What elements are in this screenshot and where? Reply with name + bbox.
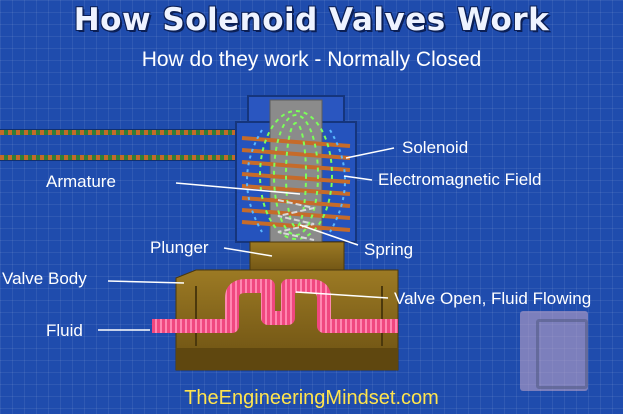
label-spring: Spring: [364, 240, 414, 259]
label-valve-open: Valve Open, Fluid Flowing: [394, 289, 592, 308]
watermark-logo: [520, 311, 588, 391]
label-armature: Armature: [46, 172, 116, 191]
page-title: How Solenoid Valves Work: [73, 2, 550, 38]
footer-site: TheEngineeringMindset.com: [184, 387, 439, 409]
wire-leads: [0, 129, 268, 161]
spring: [277, 199, 315, 241]
label-valve-body: Valve Body: [2, 269, 87, 288]
label-solenoid: Solenoid: [402, 138, 469, 157]
label-plunger: Plunger: [150, 238, 209, 257]
label-fluid: Fluid: [46, 321, 83, 340]
label-electromagnetic-field: Electromagnetic Field: [378, 170, 542, 189]
book-icon: [536, 319, 588, 389]
label-leader-lines: [98, 147, 395, 331]
page-subtitle: How do they work - Normally Closed: [141, 48, 482, 71]
